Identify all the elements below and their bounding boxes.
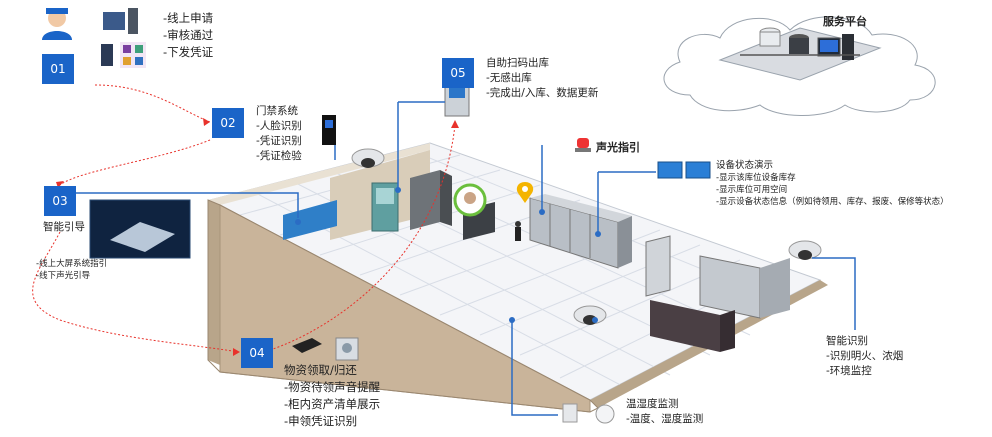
device-status-line: -显示库位可用空间 [716, 185, 788, 195]
wallet-icon [292, 338, 322, 353]
hard-drive-icon [335, 337, 359, 361]
location-pin-icon [516, 182, 534, 203]
smart-detect-title: 智能识别 [826, 335, 868, 347]
guidance-screen-icon [89, 199, 191, 259]
status-screen-icon [657, 161, 711, 179]
qr-code-icon [120, 42, 146, 68]
alarm-light-icon [575, 138, 591, 152]
flow-path [32, 84, 456, 353]
server-platform-icon [718, 27, 882, 81]
step-05-text: 自助扫码出库 -无感出库 -完成出/入库、数据更新 [486, 56, 598, 101]
step-05-badge: 05 [442, 58, 474, 88]
step-04-line: -柜内资产清单展示 [284, 397, 381, 411]
sound-light-title: 声光指引 [596, 141, 640, 154]
temp-humidity-text: 温湿度监测 -温度、湿度监测 [626, 397, 703, 427]
step-04-line: -物资待领声音提醒 [284, 380, 381, 394]
phone-icon [101, 44, 113, 66]
device-status-text: 设备状态演示 -显示该库位设备库存 -显示库位可用空间 -显示设备状态信息（例如… [716, 160, 949, 208]
leader-lines [75, 101, 856, 416]
smart-detect-text: 智能识别 -识别明火、浓烟 -环境监控 [826, 334, 903, 379]
step-03-badge: 03 [44, 186, 76, 216]
user-avatar-icon [42, 8, 72, 40]
ceiling-camera-icon [351, 148, 822, 325]
step-02-badge: 02 [212, 108, 244, 138]
device-status-line: -显示设备状态信息（例如待领用、库存、报废、保修等状态） [716, 197, 949, 207]
device-status-line: -显示该库位设备库存 [716, 173, 796, 183]
temp-humidity-line: -温度、湿度监测 [626, 413, 704, 425]
step-03-line: -线下声光引导 [36, 271, 91, 281]
step-02-line: -凭证检验 [256, 150, 302, 162]
step-02-line: -凭证识别 [256, 135, 302, 147]
face-terminal-icon [322, 115, 336, 145]
smart-detect-line: -识别明火、浓烟 [826, 350, 904, 362]
step-01-line: -下发凭证 [163, 45, 214, 59]
step-04-text: 物资领取/归还 -物资待领声音提醒 -柜内资产清单展示 -申领凭证识别 [284, 362, 380, 430]
step-01-line: -审核通过 [163, 28, 214, 42]
flow-arrow-icon [233, 348, 240, 356]
step-05-title: 自助扫码出库 [486, 57, 549, 69]
temp-humidity-title: 温湿度监测 [626, 398, 679, 410]
wall-screen-icon [283, 200, 337, 240]
person-icon [515, 221, 521, 241]
temperature-sensor-icon [562, 403, 615, 424]
platform-title: 服务平台 [823, 15, 867, 28]
flow-arrow-icon [203, 118, 210, 126]
step-04-badge: 04 [241, 338, 273, 368]
step-05-line: -无感出库 [486, 72, 532, 84]
step-04-title: 物资领取/归还 [284, 363, 357, 377]
smart-detect-line: -环境监控 [826, 365, 872, 377]
step-01-badge: 01 [42, 54, 74, 84]
computer-icon [103, 8, 138, 34]
access-door-icon [371, 182, 399, 232]
step-03-line: -线上大屏系统指引 [36, 259, 108, 269]
device-status-title: 设备状态演示 [716, 160, 774, 171]
step-03-lines: -线上大屏系统指引 -线下声光引导 [36, 258, 107, 282]
step-02-text: 门禁系统 -人脸识别 -凭证识别 -凭证检验 [256, 104, 302, 164]
flow-arrow-icon [451, 120, 459, 128]
leader-dots [295, 187, 601, 323]
step-04-line: -申领凭证识别 [284, 414, 358, 428]
step-02-line: -人脸识别 [256, 120, 302, 132]
step-05-line: -完成出/入库、数据更新 [486, 87, 599, 99]
step-03-title: 智能引导 [43, 221, 85, 233]
step-02-title: 门禁系统 [256, 105, 298, 117]
step-01-lines: -线上申请 -审核通过 -下发凭证 [163, 10, 213, 61]
storage-cabinet-icon [410, 170, 790, 352]
step-01-line: -线上申请 [163, 11, 214, 25]
